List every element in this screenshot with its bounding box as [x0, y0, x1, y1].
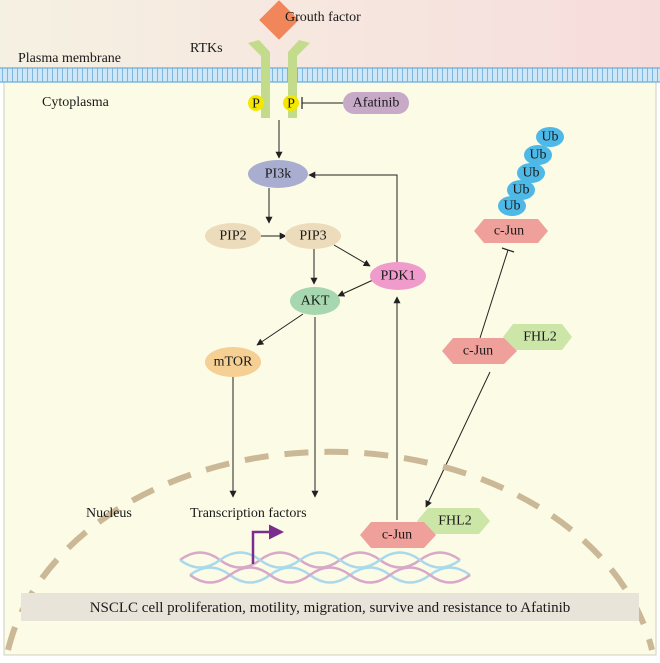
growth-factor-label: Grouth factor: [285, 10, 361, 25]
outcome-text: NSCLC cell proliferation, motility, migr…: [90, 600, 571, 616]
svg-text:Ub: Ub: [541, 130, 558, 145]
inhibit-ubiquitination-bar: [501, 247, 515, 253]
pip3-node: PIP3: [285, 223, 341, 249]
svg-text:AKT: AKT: [301, 294, 330, 309]
svg-text:c-Jun: c-Jun: [382, 528, 412, 543]
afatinib-node: Afatinib: [343, 92, 409, 114]
transcription-start-arrow: [251, 524, 284, 564]
ubiquitin-chain: Ub Ub Ub Ub Ub: [498, 127, 564, 216]
inhibit-ubiquitination-line: [479, 249, 509, 339]
pdk1-node: PDK1: [370, 262, 426, 290]
phospho-right: P: [283, 95, 299, 112]
svg-text:PDK1: PDK1: [380, 269, 415, 284]
akt-node: AKT: [290, 287, 340, 315]
ub-5: Ub: [498, 196, 526, 216]
arrow-akt-mtor: [256, 313, 304, 346]
svg-text:Ub: Ub: [503, 199, 520, 214]
svg-text:c-Jun: c-Jun: [494, 224, 524, 239]
arrow-pip3-pdk1: [333, 244, 371, 267]
mtor-node: mTOR: [205, 347, 261, 377]
arrow-pdk1-akt: [337, 279, 374, 297]
dna-helix: [179, 551, 471, 584]
svg-text:P: P: [287, 97, 295, 112]
pi3k-node: PI3k: [248, 160, 308, 188]
nuclear-envelope: [5, 448, 655, 651]
ub-3: Ub: [517, 163, 545, 183]
svg-text:PI3k: PI3k: [265, 167, 291, 182]
arrow-complex-nucleus: [425, 371, 491, 508]
svg-text:Ub: Ub: [522, 166, 539, 181]
cytoplasm-area: [3, 69, 657, 656]
cjun-nucleus: c-Jun: [360, 522, 436, 548]
phospho-left: P: [248, 95, 264, 112]
cjun-ubiquitinated: c-Jun: [474, 219, 548, 243]
svg-text:FHL2: FHL2: [523, 330, 556, 345]
extracellular-space: [0, 0, 660, 70]
nucleus-label: Nucleus: [86, 506, 132, 521]
rtks-label: RTKs: [190, 41, 223, 56]
svg-text:Ub: Ub: [529, 148, 546, 163]
ub-2: Ub: [524, 145, 552, 165]
svg-text:c-Jun: c-Jun: [463, 344, 493, 359]
svg-text:FHL2: FHL2: [438, 514, 471, 529]
plasma-membrane-label: Plasma membrane: [18, 51, 121, 66]
svg-text:PIP2: PIP2: [219, 229, 246, 244]
ub-4: Ub: [507, 180, 535, 200]
svg-text:mTOR: mTOR: [214, 355, 253, 370]
fhl2-cytoplasm: FHL2: [503, 324, 572, 350]
pip2-node: PIP2: [205, 223, 261, 249]
plasma-membrane: [0, 67, 660, 83]
cjun-cytoplasm: c-Jun: [442, 338, 517, 364]
svg-text:PIP3: PIP3: [299, 229, 326, 244]
ub-1: Ub: [536, 127, 564, 147]
svg-text:Ub: Ub: [512, 183, 529, 198]
arrow-pdk1-pi3k: [308, 171, 398, 262]
svg-text:Afatinib: Afatinib: [353, 96, 400, 111]
cytoplasma-label: Cytoplasma: [42, 95, 110, 110]
outcome-box: [21, 593, 639, 621]
transcription-factors-label: Transcription factors: [190, 506, 307, 521]
svg-text:P: P: [252, 97, 260, 112]
fhl2-nucleus: FHL2: [417, 508, 490, 534]
